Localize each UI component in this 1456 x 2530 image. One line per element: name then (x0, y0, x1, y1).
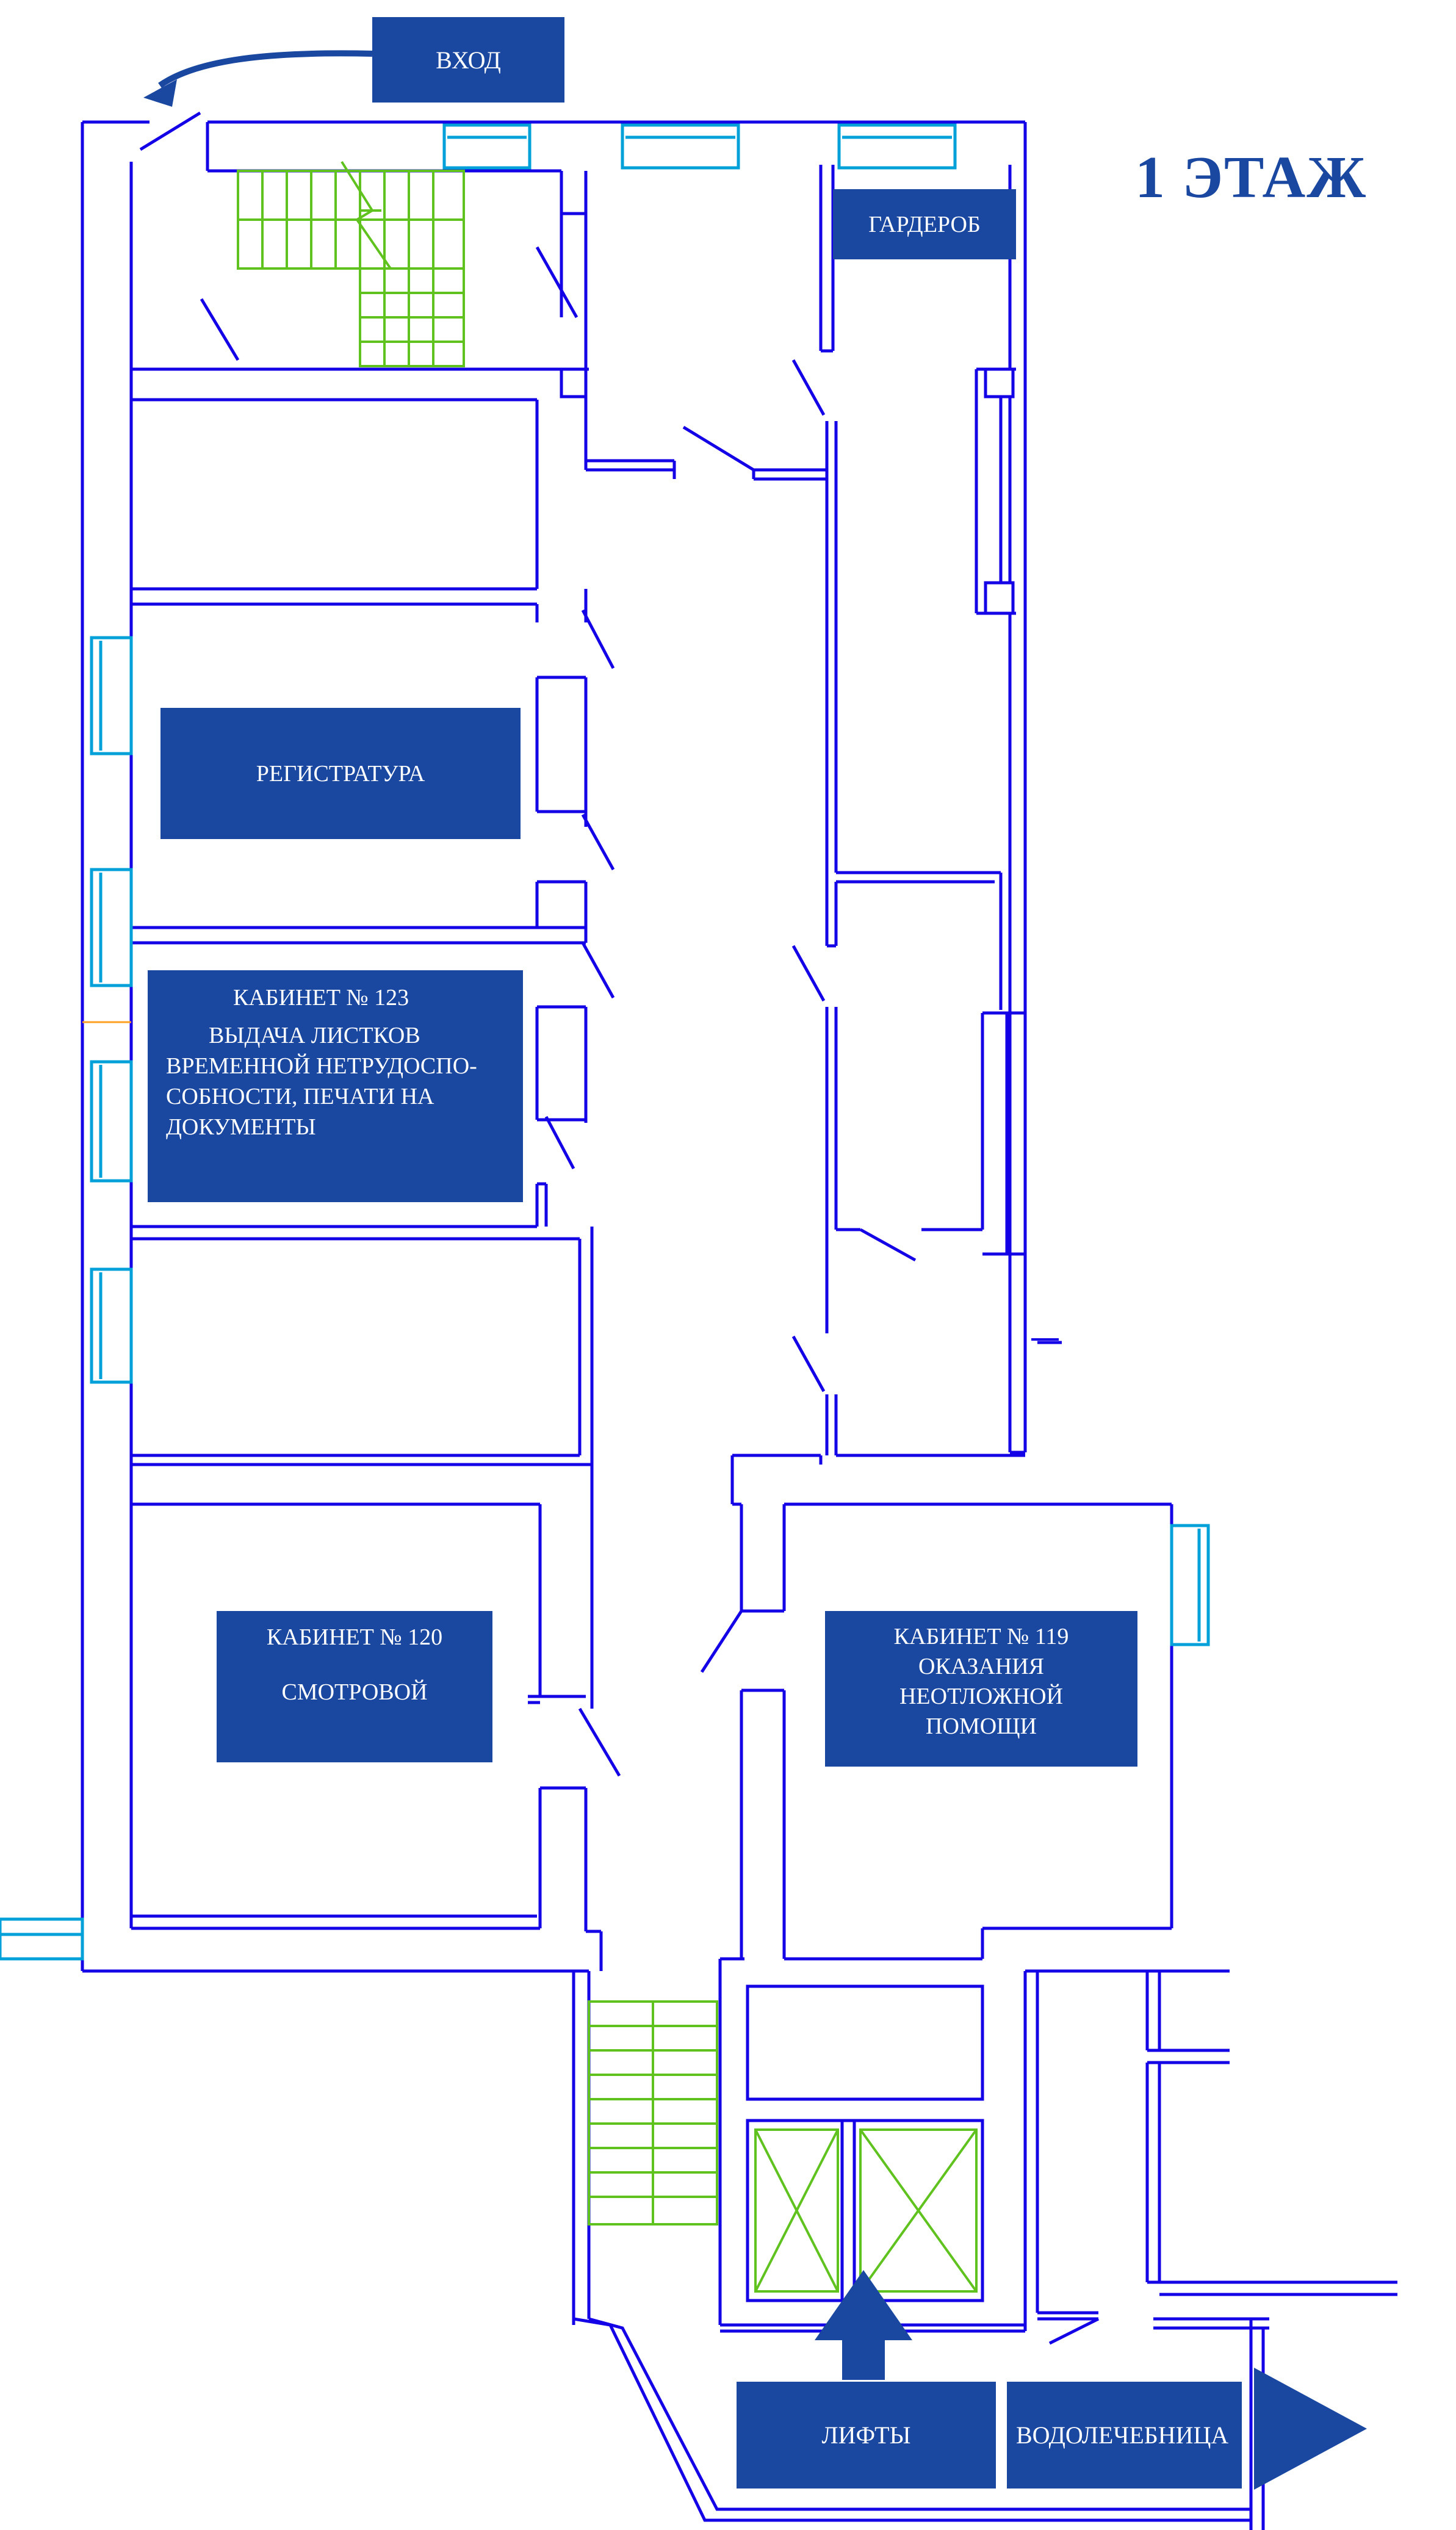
room-120-number: КАБИНЕТ № 120 (266, 1624, 443, 1650)
room-123-number: КАБИНЕТ № 123 (233, 985, 409, 1011)
entrance-arrowhead (143, 79, 177, 107)
columns (560, 367, 1015, 615)
room-120-line-1: СМОТРОВОЙ (281, 1679, 428, 1705)
room-123-line-2: ВРЕМЕННОЙ НЕТРУДОСПО- (166, 1053, 477, 1079)
entrance-arrow (158, 50, 373, 88)
room-123-line-3: СОБНОСТИ, ПЕЧАТИ НА (166, 1084, 434, 1109)
elevators-arrow (815, 2270, 912, 2380)
hydrotherapy-label-text: ВОДОЛЕЧЕБНИЦА (1016, 2421, 1229, 2449)
elevator-cabins (754, 2128, 978, 2293)
room-119-line-2: НЕОТЛОЖНОЙ (899, 1684, 1064, 1709)
elevators-label-text: ЛИФТЫ (821, 2421, 911, 2449)
hydrotherapy-arrow (1254, 2368, 1367, 2490)
room-123-label: КАБИНЕТ № 123 ВЫДАЧА ЛИСТКОВ ВРЕМЕННОЙ Н… (148, 970, 523, 1202)
entrance-label-text: ВХОД (436, 46, 501, 74)
registry-label: РЕГИСТРАТУРА (160, 708, 521, 839)
wardrobe-label-text: ГАРДЕРОБ (868, 211, 981, 237)
elevators-label: ЛИФТЫ (737, 2382, 996, 2489)
room-119-number: КАБИНЕТ № 119 (893, 1624, 1069, 1649)
room-123-line-4: ДОКУМЕНТЫ (166, 1114, 316, 1140)
room-120-label: КАБИНЕТ № 120 СМОТРОВОЙ (217, 1611, 492, 1762)
room-119-line-3: ПОМОЩИ (926, 1714, 1037, 1739)
wardrobe-label: ГАРДЕРОБ (833, 189, 1016, 259)
room-119-line-1: ОКАЗАНИЯ (918, 1654, 1044, 1679)
hydrotherapy-label: ВОДОЛЕЧЕБНИЦА (1007, 2382, 1242, 2489)
registry-label-text: РЕГИСТРАТУРА (256, 760, 425, 787)
windows (0, 123, 1210, 1961)
entrance-label: ВХОД (372, 17, 564, 103)
walls (81, 111, 1397, 2530)
stairs (237, 160, 718, 2225)
room-119-label: КАБИНЕТ № 119 ОКАЗАНИЯ НЕОТЛОЖНОЙ ПОМОЩИ (825, 1611, 1137, 1767)
floor-title: 1 ЭТАЖ (1135, 145, 1368, 211)
room-123-line-1: ВЫДАЧА ЛИСТКОВ (209, 1023, 420, 1048)
